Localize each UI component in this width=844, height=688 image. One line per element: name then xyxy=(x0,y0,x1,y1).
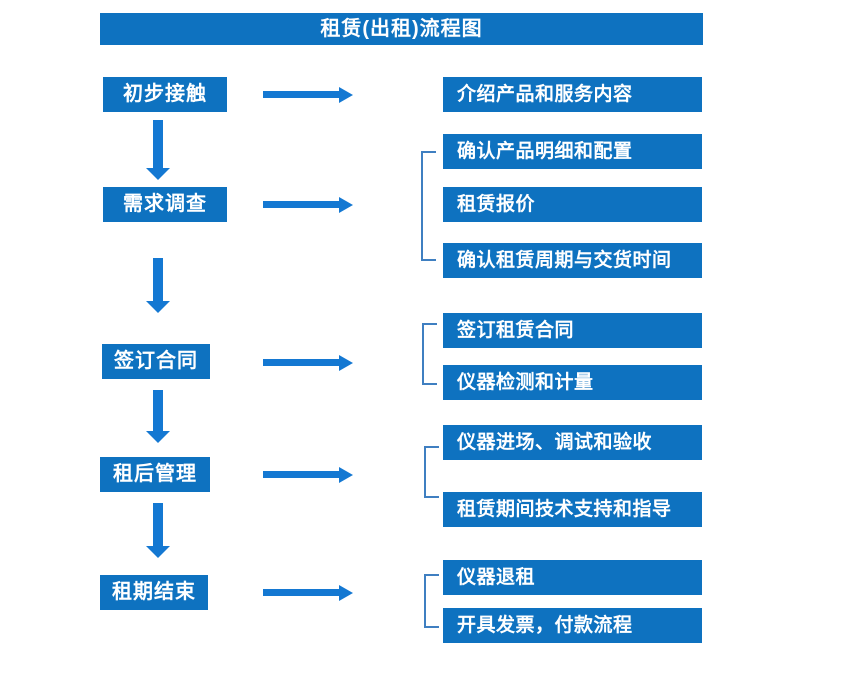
arrow-head-icon xyxy=(146,168,170,180)
arrow-head-icon xyxy=(339,355,353,371)
down-arrow xyxy=(146,258,170,313)
diagram-title: 租赁(出租)流程图 xyxy=(100,13,703,45)
down-arrow xyxy=(146,503,170,558)
group-bracket xyxy=(424,446,439,498)
detail-box: 确认产品明细和配置 xyxy=(443,134,702,169)
right-arrow xyxy=(263,87,353,103)
arrow-shaft xyxy=(263,91,340,98)
detail-box: 仪器退租 xyxy=(443,560,702,595)
detail-box: 介绍产品和服务内容 xyxy=(443,77,702,112)
arrow-shaft xyxy=(263,589,340,596)
arrow-head-icon xyxy=(146,431,170,443)
detail-box: 开具发票，付款流程 xyxy=(443,608,702,643)
step-box-demand-survey: 需求调查 xyxy=(103,187,227,222)
right-arrow xyxy=(263,585,353,601)
down-arrow xyxy=(146,120,170,180)
arrow-head-icon xyxy=(146,546,170,558)
detail-box: 确认租赁周期与交货时间 xyxy=(443,243,702,278)
arrow-shaft xyxy=(263,471,340,478)
detail-box: 租赁报价 xyxy=(443,187,702,222)
group-bracket xyxy=(422,323,437,385)
arrow-shaft xyxy=(153,503,163,546)
group-bracket xyxy=(421,151,436,261)
arrow-shaft xyxy=(153,258,163,301)
step-box-rental-end: 租期结束 xyxy=(100,575,208,610)
arrow-head-icon xyxy=(339,467,353,483)
step-box-initial-contact: 初步接触 xyxy=(103,77,227,112)
detail-box: 签订租赁合同 xyxy=(443,313,702,348)
step-box-sign-contract: 签订合同 xyxy=(102,344,210,379)
down-arrow xyxy=(146,390,170,443)
right-arrow xyxy=(263,467,353,483)
arrow-head-icon xyxy=(339,585,353,601)
right-arrow xyxy=(263,197,353,213)
arrow-shaft xyxy=(153,120,163,168)
group-bracket xyxy=(424,574,439,628)
detail-box: 租赁期间技术支持和指导 xyxy=(443,492,702,527)
detail-box: 仪器进场、调试和验收 xyxy=(443,425,702,460)
arrow-head-icon xyxy=(339,87,353,103)
arrow-head-icon xyxy=(146,301,170,313)
arrow-shaft xyxy=(153,390,163,431)
step-box-post-rental-management: 租后管理 xyxy=(100,457,210,492)
arrow-shaft xyxy=(263,359,340,366)
arrow-head-icon xyxy=(339,197,353,213)
detail-box: 仪器检测和计量 xyxy=(443,365,702,400)
arrow-shaft xyxy=(263,201,340,208)
right-arrow xyxy=(263,355,353,371)
